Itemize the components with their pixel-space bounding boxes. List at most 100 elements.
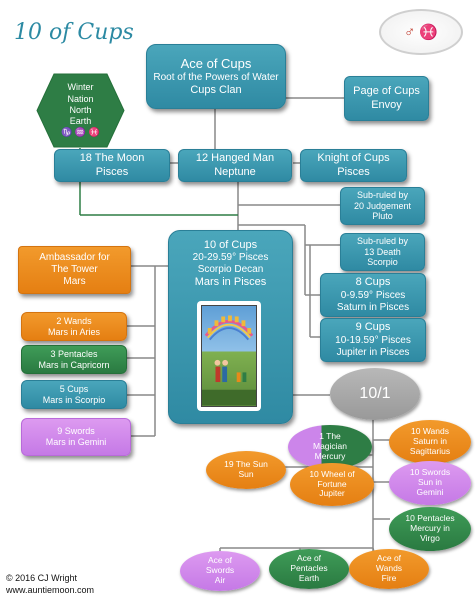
ace-subtitle: Root of the Powers of Water (153, 71, 279, 83)
knight-label: Knight of Cups (317, 152, 390, 165)
three-pentacles-box: 3 Pentacles Mars in Capricorn (21, 345, 127, 374)
sub-ruled-judgement-box: Sub-ruled by 20 Judgement Pluto (340, 187, 425, 225)
page-envoy-label: Envoy (371, 98, 402, 111)
hex-line: Nation (67, 93, 94, 104)
hex-line: Winter (67, 82, 94, 93)
aceswords-line: Swords (205, 565, 235, 576)
acepentacles-line: Ace of (296, 553, 322, 564)
pentacles3-ruler: Mars in Capricorn (38, 359, 110, 370)
pisces-symbol-icon: ♓ (419, 24, 438, 41)
main-ruler: Mars in Pisces (194, 276, 267, 289)
sun-ellipse: 19 The Sun Sun (206, 451, 286, 489)
five-cups-box: 5 Cups Mars in Scorpio (21, 380, 127, 409)
moon-box: 18 The Moon Pisces (54, 149, 170, 182)
cups9-ruler: Jupiter in Pisces (336, 346, 410, 358)
wheel-line: 10 Wheel of (309, 468, 355, 479)
wands10-line: Saturn in (412, 436, 448, 447)
page-title-label: Page of Cups (353, 85, 420, 98)
swords10-line: 10 Swords (409, 467, 451, 478)
sub-label: Sub-ruled by (356, 189, 409, 200)
wands2-title: 2 Wands (56, 315, 92, 326)
ace-wands-ellipse: Ace of Wands Fire (349, 549, 429, 589)
hanged-planet: Neptune (214, 165, 256, 178)
cups8-ruler: Saturn in Pisces (336, 301, 410, 313)
swords9-title: 9 Swords (57, 426, 95, 437)
acepentacles-line: Earth (298, 572, 320, 583)
sub-card: 20 Judgement (353, 200, 412, 211)
season-hexagon: Winter Nation North Earth ♑ ♒ ♓ (36, 73, 125, 148)
pentacles10-line: Virgo (420, 532, 440, 543)
knight-of-cups-box: Knight of Cups Pisces (300, 149, 407, 182)
ten-swords-ellipse: 10 Swords Sun in Gemini (389, 461, 471, 505)
wands10-line: 10 Wands (411, 426, 449, 437)
copyright-text: © 2016 CJ Wright (6, 573, 77, 583)
wheel-line: Jupiter (319, 488, 345, 499)
wands2-ruler: Mars in Aries (47, 326, 100, 337)
magician-line: Magician (312, 441, 348, 452)
acepentacles-line: Pentacles (290, 563, 328, 574)
sub-label: Sub-ruled by (356, 235, 409, 246)
main-decan: Scorpio Decan (197, 264, 264, 276)
hex-line: ♑ ♒ ♓ (61, 127, 100, 138)
hanged-label: 12 Hanged Man (195, 152, 275, 165)
knight-sign: Pisces (337, 165, 370, 178)
hanged-man-box: 12 Hanged Man Neptune (178, 149, 292, 182)
symbol-badge: ♂ ♓ (379, 9, 463, 55)
number-ellipse: 10/1 (330, 368, 420, 420)
wheel-line: Fortune (317, 478, 347, 489)
magician-line: Mercury (314, 450, 346, 461)
sub-card: 13 Death (364, 246, 401, 257)
main-title: 10 of Cups (203, 239, 258, 251)
moon-sign: Pisces (95, 165, 129, 178)
pentacles10-line: Mercury in (410, 523, 450, 534)
ambassador-card: The Tower (51, 264, 98, 275)
sub-ruled-death-box: Sub-ruled by 13 Death Scorpio (340, 233, 425, 271)
ten-wands-ellipse: 10 Wands Saturn in Sagittarius (389, 420, 471, 464)
sub-planet: Pluto (372, 211, 393, 222)
sub-sign: Scorpio (367, 257, 398, 268)
acewands-line: Wands (375, 563, 403, 574)
magician-ellipse: 1 The Magician Mercury (288, 425, 372, 469)
mars-symbol-icon: ♂ (404, 23, 416, 41)
eight-cups-box: 8 Cups 0-9.59° Pisces Saturn in Pisces (320, 273, 426, 317)
ace-of-cups-box: Ace of Cups Root of the Powers of Water … (146, 44, 286, 109)
season-hexagon-shape (36, 73, 125, 148)
pentacles10-line: 10 Pentacles (405, 513, 455, 524)
acewands-line: Fire (381, 572, 397, 583)
aceswords-line: Ace of (207, 555, 233, 566)
cups9-degrees: 10-19.59° Pisces (335, 334, 411, 346)
wands10-line: Sagittarius (409, 445, 451, 456)
cups8-degrees: 0-9.59° Pisces (340, 289, 406, 301)
card-illustration-icon (202, 315, 256, 406)
swords9-ruler: Mars in Gemini (45, 437, 107, 447)
page-title: 10 of Cups (14, 20, 134, 45)
ace-swords-ellipse: Ace of Swords Air (180, 551, 260, 591)
cups8-title: 8 Cups (355, 276, 391, 289)
wheel-ellipse: 10 Wheel of Fortune Jupiter (290, 463, 374, 506)
ace-clan: Cups Clan (190, 83, 242, 96)
number-label: 10/1 (359, 384, 391, 402)
sun-line: 19 The Sun (224, 459, 268, 470)
hex-line: North (69, 104, 92, 115)
ace-pentacles-ellipse: Ace of Pentacles Earth (269, 549, 349, 589)
acewands-line: Ace of (376, 553, 402, 564)
tarot-card-image (197, 301, 261, 411)
magician-line: 1 The (319, 431, 341, 442)
swords10-line: Gemini (416, 486, 444, 497)
hex-line: Earth (69, 116, 92, 127)
nine-cups-box: 9 Cups 10-19.59° Pisces Jupiter in Pisce… (320, 318, 426, 362)
main-degrees: 20-29.59° Pisces (192, 252, 269, 264)
nine-swords-box: 9 Swords Mars in Gemini (21, 418, 131, 456)
website-link[interactable]: www.auntiemoon.com (6, 585, 95, 595)
ambassador-box: Ambassador for The Tower Mars (18, 246, 131, 294)
swords10-line: Sun in (417, 477, 443, 488)
ace-title: Ace of Cups (180, 56, 252, 72)
aceswords-line: Air (214, 574, 226, 585)
cups5-ruler: Mars in Scorpio (42, 394, 106, 405)
ambassador-planet: Mars (63, 276, 86, 287)
two-wands-box: 2 Wands Mars in Aries (21, 312, 127, 341)
ten-pentacles-ellipse: 10 Pentacles Mercury in Virgo (389, 507, 471, 551)
page-of-cups-box: Page of Cups Envoy (344, 76, 429, 121)
cups9-title: 9 Cups (355, 321, 391, 334)
pentacles3-title: 3 Pentacles (50, 348, 98, 359)
